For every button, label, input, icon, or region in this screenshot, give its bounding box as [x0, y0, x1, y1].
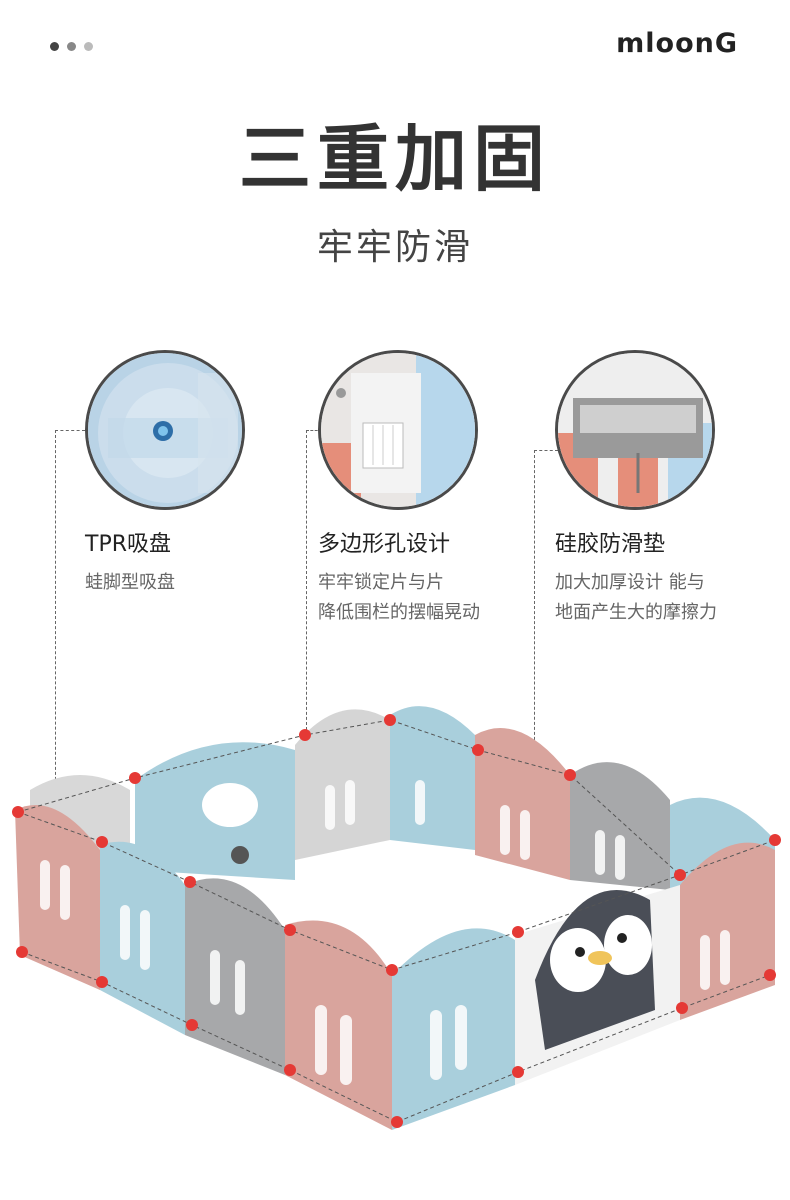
- feature-desc: 牢牢锁定片与片 降低围栏的摆幅晃动: [318, 568, 558, 628]
- feature-tpr-suction: TPR吸盘 蛙脚型吸盘: [85, 350, 325, 598]
- feature-title: 硅胶防滑垫: [555, 532, 666, 557]
- playpen-fence-svg: [12, 706, 781, 1130]
- leader-line: [55, 430, 85, 431]
- feature-desc: 加大加厚设计 能与 地面产生大的摩擦力: [555, 568, 790, 628]
- playpen-illustration: [0, 690, 790, 1160]
- feature-desc: 蛙脚型吸盘: [85, 568, 325, 598]
- feature-desc-line: 牢牢锁定片与片: [318, 572, 444, 593]
- brand-logo: mloonG: [616, 28, 738, 59]
- pager-dots: [50, 42, 93, 51]
- leader-line: [534, 450, 535, 750]
- page-title: 三重加固: [238, 117, 551, 201]
- feature-polygon-hole: 多边形孔设计 牢牢锁定片与片 降低围栏的摆幅晃动: [318, 350, 558, 628]
- feature-title: 多边形孔设计: [318, 532, 451, 557]
- feature-silicone-pad: 硅胶防滑垫 加大加厚设计 能与 地面产生大的摩擦力: [555, 350, 790, 628]
- leader-line: [306, 430, 322, 431]
- leader-line: [306, 430, 307, 730]
- leader-line: [55, 430, 56, 800]
- page-subtitle: 牢牢防滑: [316, 227, 473, 268]
- feature-desc-line: 降低围栏的摆幅晃动: [318, 602, 480, 623]
- suction-cup-icon: [85, 350, 245, 510]
- pager-dot-3: [84, 42, 93, 51]
- pager-dot-1: [50, 42, 59, 51]
- feature-desc-line: 蛙脚型吸盘: [85, 572, 175, 593]
- feature-title: TPR吸盘: [85, 532, 171, 557]
- silicone-pad-icon: [555, 350, 715, 510]
- feature-desc-line: 地面产生大的摩擦力: [555, 602, 717, 623]
- feature-desc-line: 加大加厚设计 能与: [555, 572, 705, 593]
- leader-line: [534, 450, 558, 451]
- pager-dot-2: [67, 42, 76, 51]
- lock-slot-icon: [318, 350, 478, 510]
